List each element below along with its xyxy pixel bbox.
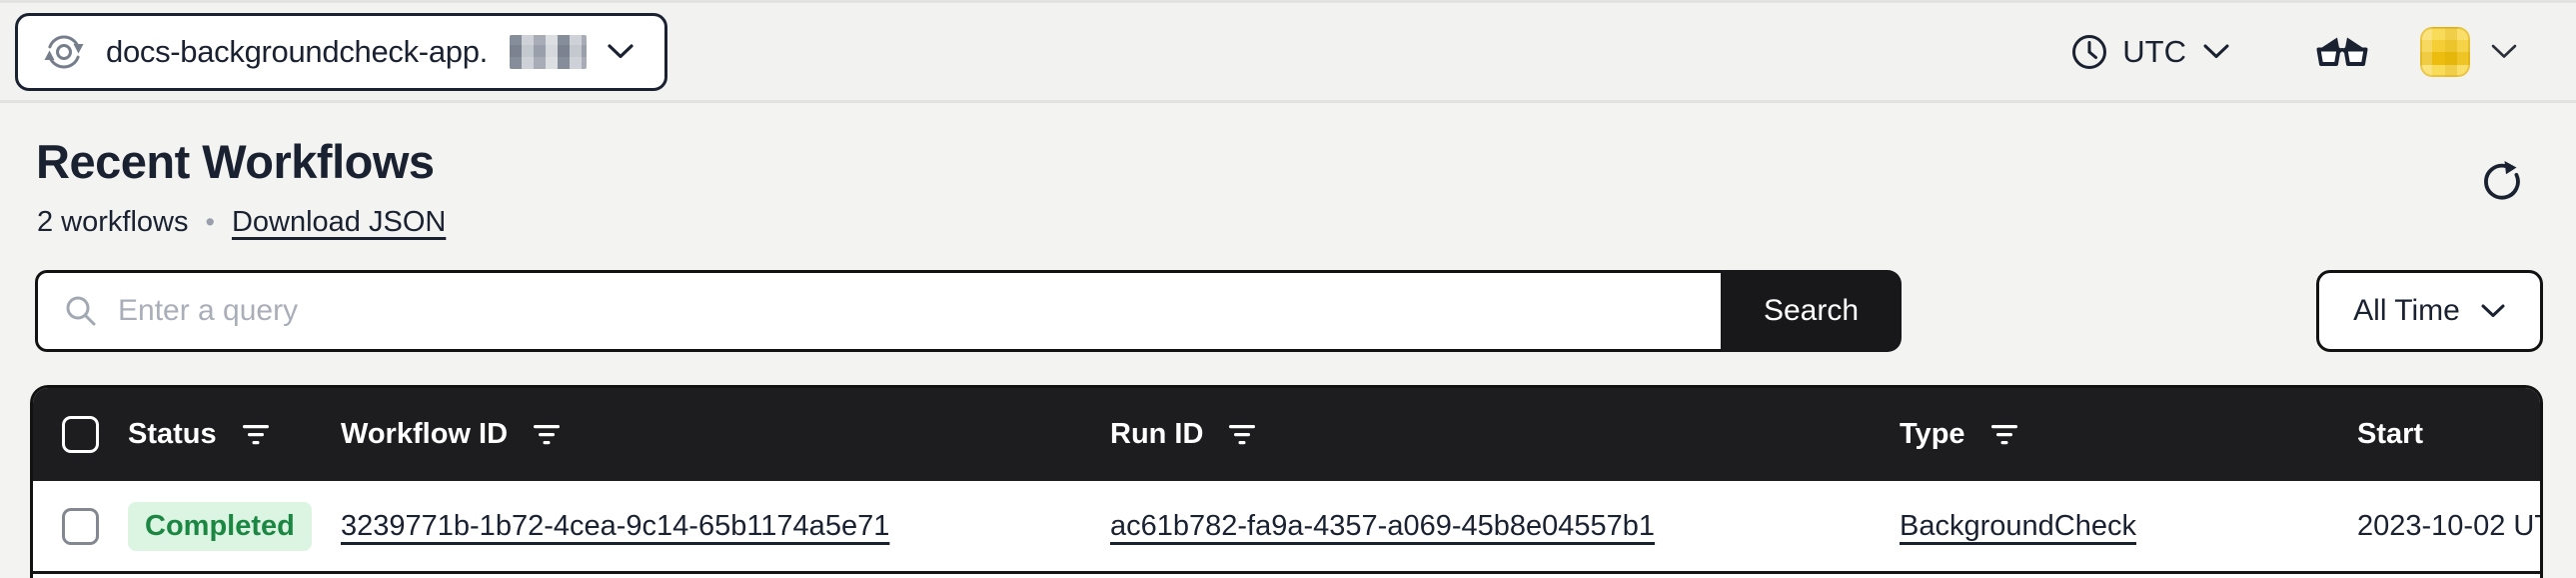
namespace-label: docs-backgroundcheck-app. (106, 33, 488, 69)
status-cell: Completed (128, 501, 341, 551)
workflow-type-link[interactable]: BackgroundCheck (1900, 509, 2136, 542)
header-checkbox-cell (33, 416, 128, 453)
column-header-start: Start (2357, 418, 2424, 450)
table-header-row: Status Workflow ID (33, 388, 2540, 481)
column-header-workflow-id: Workflow ID (341, 418, 1110, 451)
next-row-partial (33, 574, 2540, 578)
type-filter-icon[interactable] (1989, 423, 2019, 447)
chevron-down-icon (607, 43, 635, 60)
labs-mode-glasses-icon[interactable] (2316, 35, 2368, 69)
start-time: 2023-10-02 UT (2357, 509, 2540, 542)
workflows-table: Status Workflow ID (30, 385, 2543, 578)
timezone-dropdown[interactable] (2202, 43, 2230, 60)
status-badge: Completed (128, 501, 312, 551)
user-avatar[interactable] (2420, 26, 2470, 77)
row-checkbox[interactable] (62, 507, 99, 545)
chevron-down-icon (2480, 303, 2506, 319)
refresh-button[interactable] (2475, 156, 2529, 210)
namespace-cycle-icon (42, 30, 86, 74)
column-header-status: Status (128, 418, 341, 451)
run-id-link[interactable]: ac61b782-fa9a-4357-a069-45b8e04557b1 (1110, 509, 1656, 542)
download-json-link[interactable]: Download JSON (231, 206, 447, 238)
query-box (35, 270, 1721, 352)
status-filter-icon[interactable] (241, 423, 271, 447)
type-cell: BackgroundCheck (1900, 510, 2357, 543)
top-bar: docs-backgroundcheck-app. UTC (0, 0, 2576, 103)
run-id-cell: ac61b782-fa9a-4357-a069-45b8e04557b1 (1110, 510, 1900, 543)
timezone-label: UTC (2122, 33, 2186, 69)
dot-separator: • (205, 207, 215, 237)
top-bar-actions: UTC (2070, 26, 2518, 77)
workflow-id-filter-icon[interactable] (532, 423, 562, 447)
column-header-run-id: Run ID (1110, 418, 1900, 451)
page-title: Recent Workflows (36, 135, 435, 188)
workflow-count-row: 2 workflows • Download JSON (37, 206, 446, 239)
search-row: Search All Time (35, 270, 2543, 352)
select-all-checkbox[interactable] (62, 416, 99, 453)
redacted-namespace-suffix (509, 34, 587, 69)
column-header-type: Type (1900, 418, 2357, 451)
workflow-id-cell: 3239771b-1b72-4cea-9c14-65b1174a5e71 (341, 510, 1110, 543)
namespace-selector[interactable]: docs-backgroundcheck-app. (15, 12, 667, 91)
row-checkbox-cell (33, 507, 128, 545)
search-input[interactable] (118, 294, 1709, 328)
clock-icon (2070, 33, 2108, 71)
search-button[interactable]: Search (1721, 270, 1902, 352)
run-id-filter-icon[interactable] (1227, 423, 1257, 447)
workflow-id-link[interactable]: 3239771b-1b72-4cea-9c14-65b1174a5e71 (341, 509, 890, 542)
search-icon (64, 294, 98, 328)
time-range-filter[interactable]: All Time (2316, 270, 2543, 352)
refresh-icon (2477, 159, 2527, 207)
start-cell: 2023-10-02 UT (2357, 510, 2540, 543)
table-row: Completed 3239771b-1b72-4cea-9c14-65b117… (33, 481, 2540, 574)
workflow-count: 2 workflows (37, 206, 189, 238)
account-menu-dropdown[interactable] (2490, 43, 2518, 60)
time-range-label: All Time (2353, 294, 2460, 327)
